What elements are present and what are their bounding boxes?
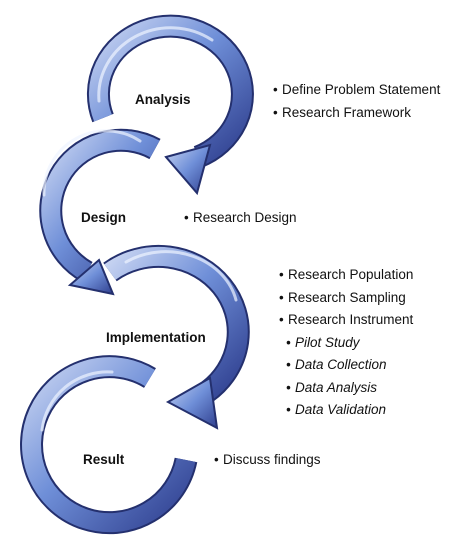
bullet-list-design: Research Design [184,207,297,230]
stage-label-result: Result [83,452,125,467]
bullet-item: Data Collection [279,354,413,377]
stage-label-implementation: Implementation [106,330,206,345]
bullet-item: Pilot Study [279,332,413,355]
curved-arrow-design [39,128,161,296]
bullet-item: Data Validation [279,399,413,422]
stage-label-design: Design [81,210,127,225]
bullet-item: Define Problem Statement [273,79,440,102]
curved-arrow-analysis [86,14,254,196]
bullet-item: Data Analysis [279,377,413,400]
stage-label-analysis: Analysis [135,92,191,107]
curved-arrow-result [20,355,198,535]
bullet-list-analysis: Define Problem Statement Research Framew… [273,79,440,124]
bullet-item: Research Instrument [279,309,413,332]
bullet-item: Research Framework [273,102,440,125]
bullet-item: Research Population [279,264,413,287]
bullet-item: Discuss findings [214,449,321,472]
curved-arrow-implementation [103,244,250,430]
bullet-item: Research Design [184,207,297,230]
bullet-list-implementation: Research Population Research Sampling Re… [279,264,413,422]
bullet-item: Research Sampling [279,287,413,310]
bullet-list-result: Discuss findings [214,449,321,472]
